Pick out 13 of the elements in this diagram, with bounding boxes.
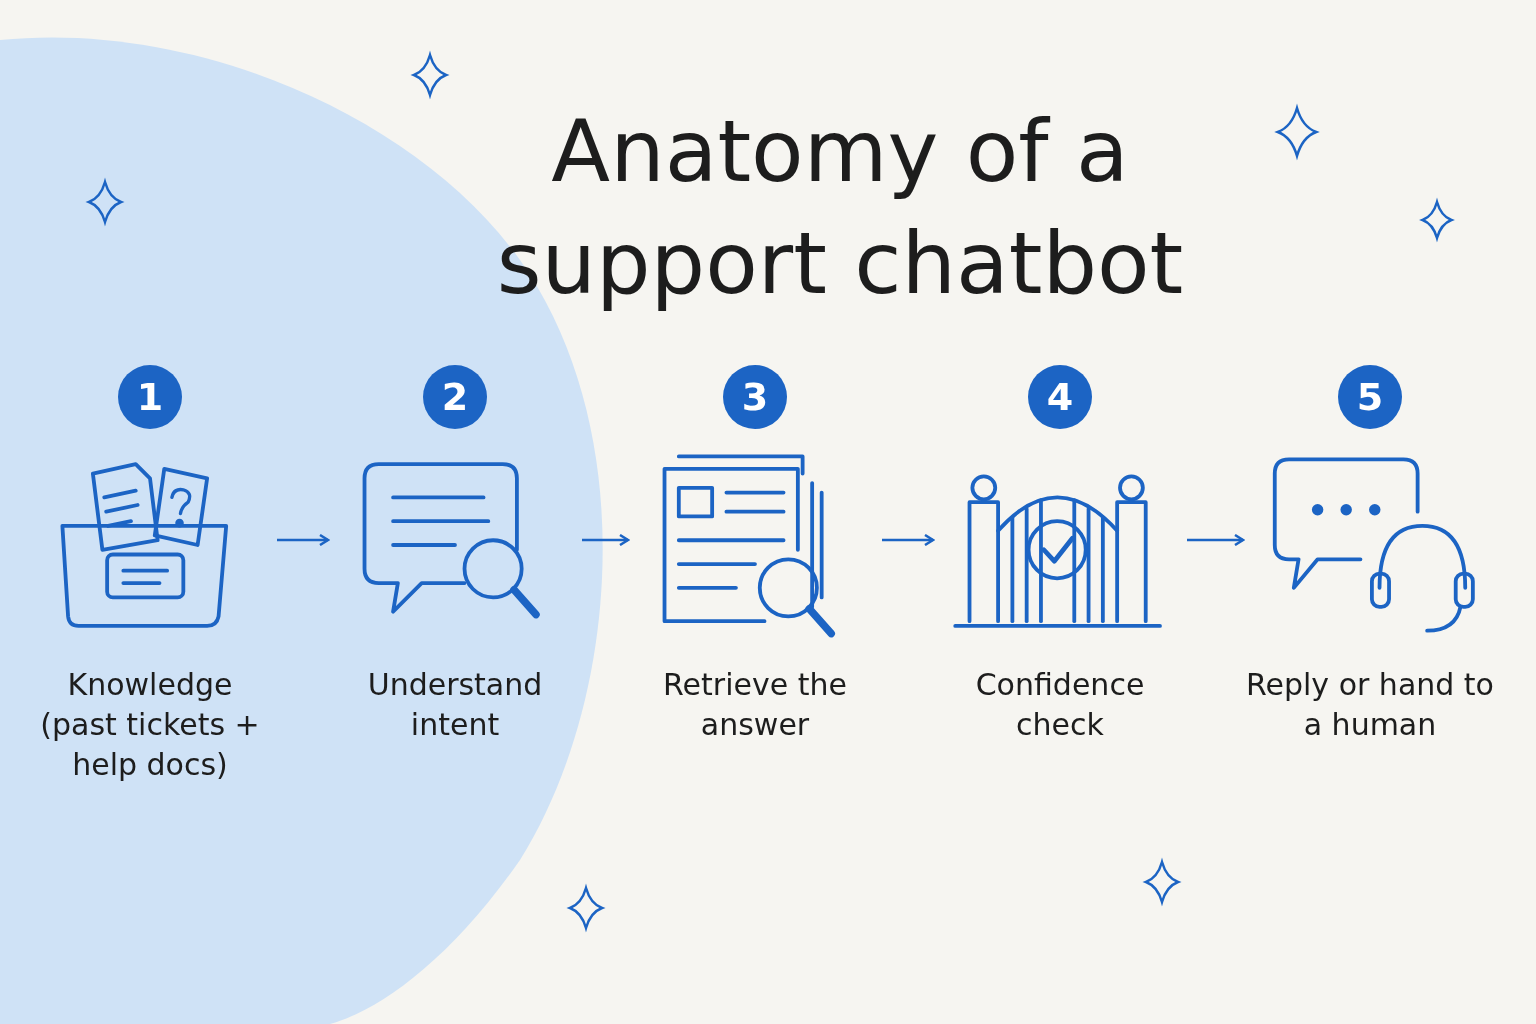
- step-number-badge: 5: [1338, 365, 1402, 429]
- arrow: [1187, 533, 1245, 547]
- step-caption: Retrieve the answer: [662, 666, 848, 744]
- step-caption: Reply or hand to a human: [1245, 666, 1495, 744]
- arrow: [582, 533, 630, 547]
- arrow: [277, 533, 330, 547]
- step-caption: Understand intent: [366, 666, 544, 744]
- step-number-badge: 3: [723, 365, 787, 429]
- title: Anatomy of a support chatbot: [495, 100, 1185, 315]
- arrow: [882, 533, 935, 547]
- step-caption: Confidence check: [974, 666, 1146, 744]
- step-number-badge: 4: [1028, 365, 1092, 429]
- step-caption: Knowledge (past tickets + help docs): [39, 666, 261, 784]
